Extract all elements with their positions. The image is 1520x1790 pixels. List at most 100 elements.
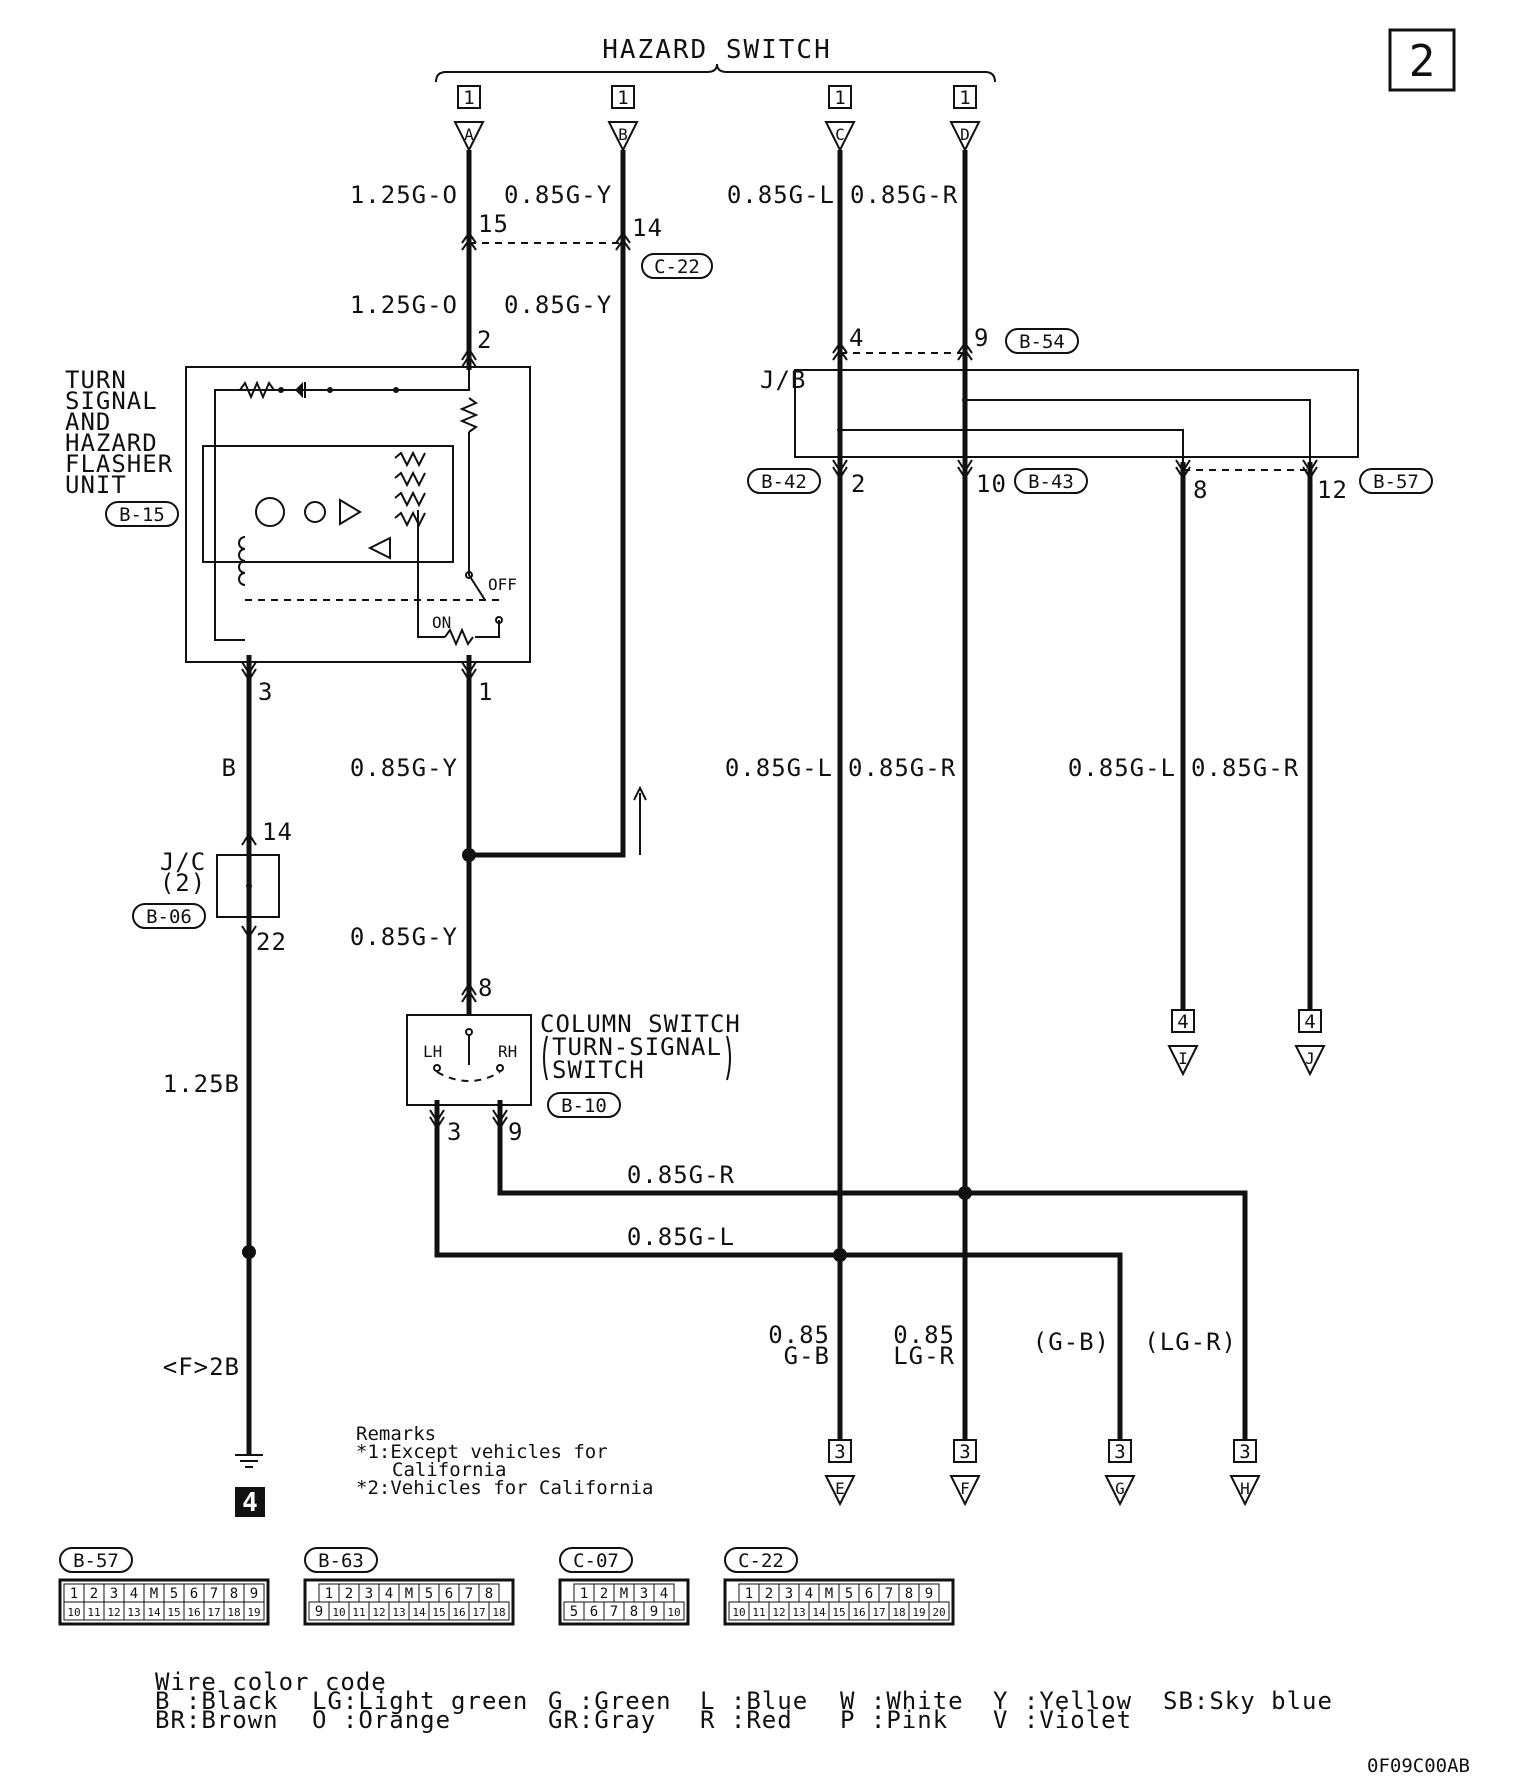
connector-c22: 15 14 C-22 [461,210,713,279]
svg-text:SIGNAL: SIGNAL [65,387,158,415]
page-tag: 2 [1388,28,1456,92]
connector-b43: B-43 [1028,471,1074,493]
svg-text:15: 15 [478,210,509,238]
label-085g-l-3: 0.85G-L [1068,754,1176,782]
svg-text:3: 3 [258,678,273,706]
connector-pin-number: 16 [452,1606,465,1619]
connector-pin-number: 16 [852,1606,865,1619]
svg-text:W :White: W :White [840,1687,964,1715]
svg-text:RH: RH [498,1042,517,1061]
connector-b10: B-10 [561,1095,607,1117]
connector-pin-number: 10 [732,1606,745,1619]
svg-text:1: 1 [617,87,628,109]
connector-pin-number: 17 [472,1606,485,1619]
svg-text:C-22: C-22 [654,256,700,278]
connector-pin-number: 9 [650,1604,658,1620]
connector-pin-number: 10 [332,1606,345,1619]
connector-pin-number: 10 [67,1606,80,1619]
hazard-switch-header: HAZARD SWITCH [435,35,996,83]
output-i: 4 I [1167,1009,1199,1077]
svg-text:R :Red: R :Red [700,1706,793,1734]
svg-text:14: 14 [632,214,663,242]
connector-pin-number: 7 [885,1586,893,1602]
joint-connector-jc: 14 22 J/C (2) B-06 [132,818,292,956]
connector-pin-number: 14 [812,1606,826,1619]
label-b: B [222,754,237,782]
connector-pin-number: 8 [905,1586,913,1602]
svg-text:1: 1 [478,678,493,706]
connector-pin-number: 19 [247,1606,260,1619]
junction-dots [242,848,972,1262]
hazard-pin-b: 1 B [607,85,639,153]
svg-text:SB:Sky blue: SB:Sky blue [1163,1687,1333,1715]
connector-pin-number: 11 [352,1606,365,1619]
svg-text:B: B [618,125,628,144]
svg-text:GR:Gray: GR:Gray [548,1706,656,1734]
svg-text:4: 4 [849,324,864,352]
connector-pin-number: 20 [932,1606,945,1619]
junction-block-jb: 4 9 B-54 J/B 2 10 8 12 B-42 B-43 B-57 [747,324,1433,504]
connector-pin-number: 8 [630,1604,638,1620]
connector-pin-number: 5 [425,1586,433,1602]
svg-text:1: 1 [959,87,970,109]
hazard-pin-c: 1 C [824,85,856,153]
svg-text:D: D [960,125,970,144]
connector-pin-number: 13 [127,1606,140,1619]
svg-text:8: 8 [1193,476,1208,504]
svg-text:AND: AND [65,408,111,436]
svg-text:G: G [1115,1479,1125,1498]
label-085g-l-1: 0.85G-L [727,181,835,209]
connector-pin-number: 1 [70,1586,78,1602]
ground-symbol: 4 [235,1454,265,1518]
svg-text:2: 2 [851,470,866,498]
svg-text:F: F [960,1479,970,1498]
output-e: 3 E [824,1439,856,1507]
connector-view-label: C-07 [573,1550,619,1572]
svg-text:LH: LH [423,1042,442,1061]
document-code: 0F09C00AB [1367,1755,1470,1777]
svg-text:J/C: J/C [160,848,206,876]
output-h: 3 H [1229,1439,1261,1507]
svg-text:A: A [464,125,474,144]
hazard-pin-d: 1 D [949,85,981,153]
output-j: 4 J [1294,1009,1326,1077]
svg-text:L :Blue: L :Blue [700,1687,808,1715]
connector-pin-number: 4 [385,1586,393,1602]
svg-text:I: I [1178,1049,1188,1068]
connector-view-label: C-22 [738,1550,784,1572]
connector-pin-number: 4 [805,1586,813,1602]
svg-text:FLASHER: FLASHER [65,450,173,478]
svg-text:2: 2 [477,326,492,354]
connector-pin-number: 8 [485,1586,493,1602]
svg-text:3: 3 [1239,1441,1250,1463]
wire-rh [497,1100,1248,1440]
label-125g-o-1: 1.25G-O [350,181,458,209]
svg-text:G :Green: G :Green [548,1687,672,1715]
connector-pin-number: 14 [412,1606,426,1619]
label-085g-r-2: 0.85G-R [848,754,956,782]
svg-text:1: 1 [463,87,474,109]
connector-pin-number: 13 [792,1606,805,1619]
connector-pin-number: 2 [600,1586,608,1602]
svg-text:J: J [1305,1049,1315,1068]
svg-text:H: H [1240,1479,1250,1498]
svg-text:O :Orange: O :Orange [312,1706,451,1734]
wire-lh [434,1100,1123,1440]
connector-pin-number: 9 [315,1604,323,1620]
svg-text:California: California [392,1459,506,1481]
current-arrow [633,785,647,855]
connector-pin-number: 18 [227,1606,240,1619]
label-085g-r-1: 0.85G-R [850,181,958,209]
connector-b57: B-57 [1373,471,1419,493]
label-085g-r-3: 0.85G-R [1191,754,1299,782]
connector-pin-number: 9 [925,1586,933,1602]
wire-network [246,150,1313,1455]
connector-pin-cell [928,1601,950,1621]
svg-text:B :Black: B :Black [155,1687,279,1715]
label-085g-y-2: 0.85G-Y [504,291,612,319]
connector-pin-number: 3 [110,1586,118,1602]
